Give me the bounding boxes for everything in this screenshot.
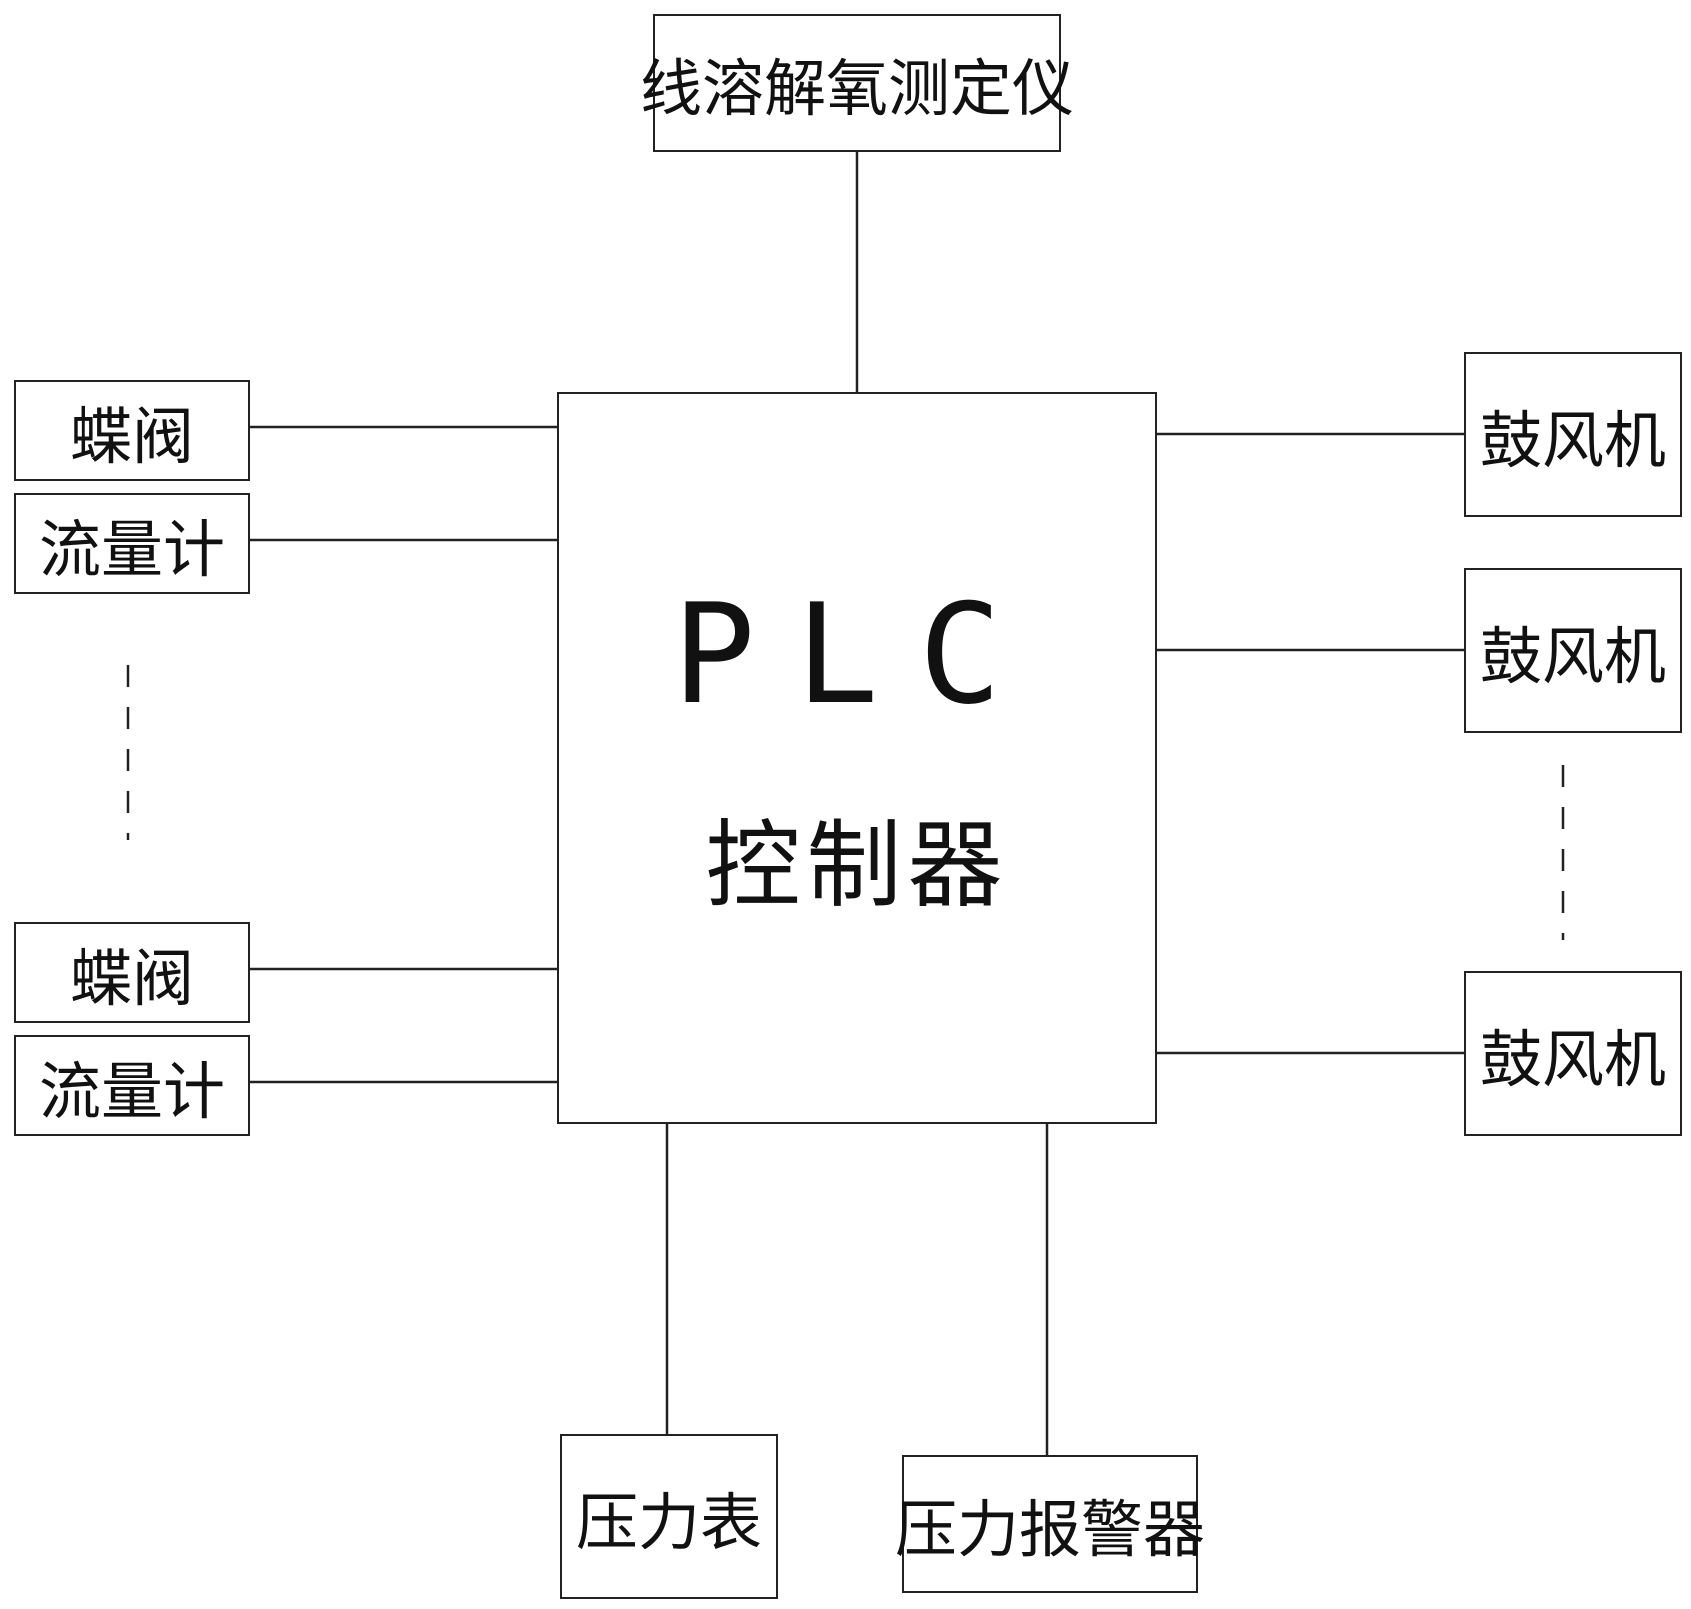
blower-box-2: 鼓风机 [1464, 568, 1682, 733]
butterfly-valve-box-2: 蝶阀 [14, 922, 250, 1023]
butterfly-valve-label: 蝶阀 [69, 941, 194, 1015]
controller-label: 控制器 [705, 811, 1009, 921]
pressure-gauge-label: 压力表 [575, 1485, 762, 1559]
blower-box-3: 鼓风机 [1464, 971, 1682, 1136]
blower-label: 鼓风机 [1479, 1022, 1666, 1096]
plc-label: PLC [672, 574, 1042, 735]
pressure-gauge-box: 压力表 [560, 1434, 778, 1599]
blower-label: 鼓风机 [1479, 619, 1666, 693]
dissolved-oxygen-meter-label: 线溶解氧测定仪 [640, 52, 1075, 125]
pressure-alarm-label: 压力报警器 [895, 1493, 1206, 1566]
dissolved-oxygen-meter-box: 线溶解氧测定仪 [640, 14, 1074, 152]
flowmeter-box-1: 流量计 [14, 493, 250, 594]
pressure-alarm-box: 压力报警器 [895, 1455, 1205, 1593]
butterfly-valve-label: 蝶阀 [69, 399, 194, 473]
butterfly-valve-box-1: 蝶阀 [14, 380, 250, 481]
flowmeter-label: 流量计 [38, 512, 225, 586]
plc-controller-box: PLC 控制器 [557, 392, 1157, 1124]
blower-label: 鼓风机 [1479, 403, 1666, 477]
flowmeter-label: 流量计 [38, 1054, 225, 1128]
flowmeter-box-2: 流量计 [14, 1035, 250, 1136]
blower-box-1: 鼓风机 [1464, 352, 1682, 517]
